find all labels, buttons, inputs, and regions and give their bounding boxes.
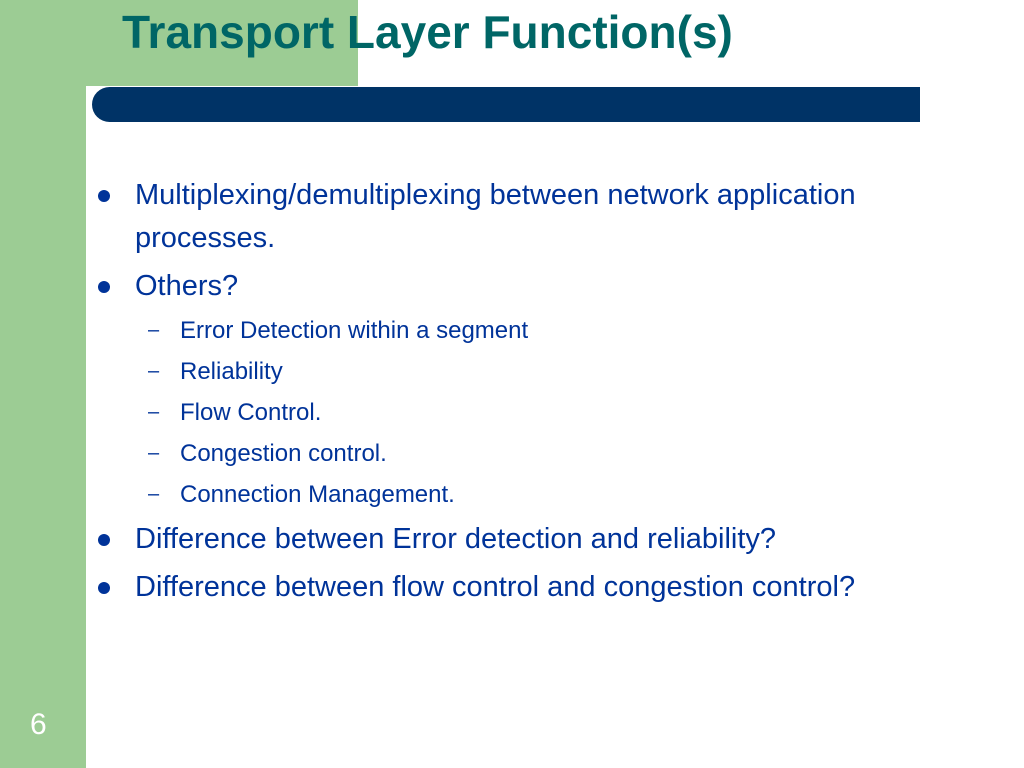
title-underline-bar bbox=[92, 87, 920, 122]
bullet-dot-icon bbox=[98, 281, 110, 293]
sub-bullet-item: – Connection Management. bbox=[98, 477, 998, 512]
dash-icon: – bbox=[148, 483, 160, 505]
dash-icon: – bbox=[148, 360, 160, 382]
bullet-item: Others? bbox=[98, 265, 998, 308]
top-accent-band bbox=[0, 0, 358, 86]
slide-content: Multiplexing/demultiplexing between netw… bbox=[98, 174, 998, 614]
sub-bullet-item: – Congestion control. bbox=[98, 436, 998, 471]
slide-number: 6 bbox=[30, 708, 47, 741]
sub-bullet-item: – Error Detection within a segment bbox=[98, 313, 998, 348]
bullet-text: Multiplexing/demultiplexing between netw… bbox=[135, 179, 856, 254]
sub-bullet-item: – Flow Control. bbox=[98, 395, 998, 430]
bullet-dot-icon bbox=[98, 190, 110, 202]
bullet-text: Difference between flow control and cong… bbox=[135, 571, 856, 603]
sub-bullet-text: Reliability bbox=[180, 358, 283, 385]
dash-icon: – bbox=[148, 319, 160, 341]
slide-title: Transport Layer Function(s) bbox=[122, 6, 733, 58]
bullet-item: Difference between Error detection and r… bbox=[98, 518, 998, 561]
bullet-dot-icon bbox=[98, 534, 110, 546]
bullet-text: Difference between Error detection and r… bbox=[135, 523, 777, 555]
sub-bullet-text: Congestion control. bbox=[180, 440, 387, 467]
bullet-item: Difference between flow control and cong… bbox=[98, 566, 998, 609]
dash-icon: – bbox=[148, 442, 160, 464]
sub-bullet-text: Error Detection within a segment bbox=[180, 317, 529, 344]
sub-bullet-item: – Reliability bbox=[98, 354, 998, 389]
bullet-item: Multiplexing/demultiplexing between netw… bbox=[98, 174, 998, 260]
sub-bullet-text: Connection Management. bbox=[180, 481, 455, 508]
left-accent-band bbox=[0, 0, 86, 768]
sub-bullet-text: Flow Control. bbox=[180, 399, 322, 426]
bullet-dot-icon bbox=[98, 582, 110, 594]
dash-icon: – bbox=[148, 401, 160, 423]
bullet-text: Others? bbox=[135, 270, 239, 302]
